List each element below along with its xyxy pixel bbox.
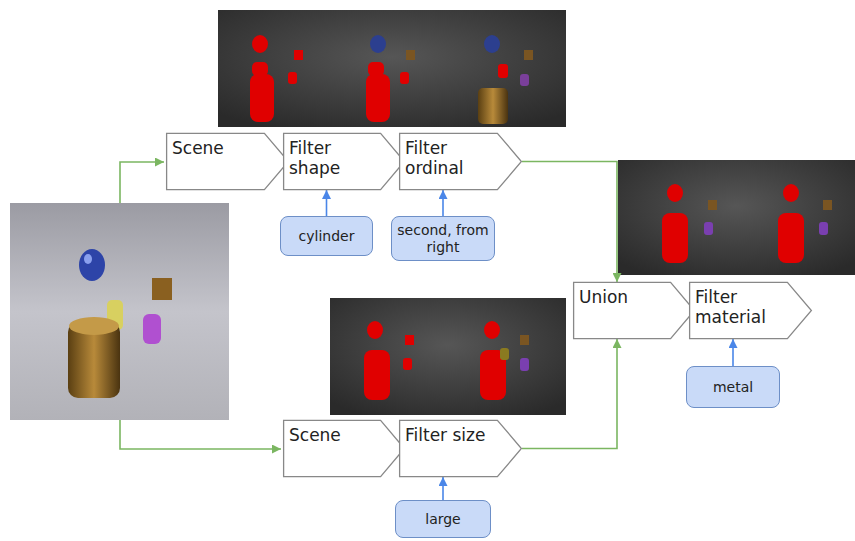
- render-4: [662, 184, 717, 263]
- module-box: Filter ordinal: [399, 133, 522, 190]
- flow-arrow: [522, 162, 617, 283]
- render-7: [480, 321, 529, 400]
- render-2: [366, 35, 415, 122]
- flow-arrow: [442, 190, 444, 216]
- module-label: Filter material: [689, 282, 782, 328]
- flow-arrow: [442, 477, 444, 500]
- argument-label: large: [421, 508, 464, 530]
- module-label: Filter ordinal: [399, 133, 492, 179]
- input-arrow: [120, 420, 281, 449]
- chevron-shape: [574, 282, 695, 338]
- module-label: Filter shape: [283, 133, 375, 179]
- flow-arrow: [732, 339, 734, 366]
- chevron-shape: [400, 133, 522, 189]
- module-box: Filter size: [399, 420, 522, 477]
- argument-label: second, from right: [392, 219, 494, 257]
- flow-arrow: [326, 190, 328, 216]
- module-box: Union: [573, 282, 695, 339]
- module-label: Scene: [283, 420, 375, 445]
- chevron-shape: [284, 133, 405, 189]
- argument-box: cylinder: [280, 216, 373, 256]
- chevron-shape: [690, 282, 812, 338]
- module-label: Union: [573, 282, 665, 307]
- module-box: Scene: [283, 420, 405, 477]
- render-6: [364, 321, 414, 400]
- photo-objects: [68, 249, 172, 398]
- module-label: Scene: [166, 133, 259, 158]
- module-box: Filter material: [689, 282, 812, 339]
- chevron-shape: [400, 420, 522, 476]
- module-box: Filter shape: [283, 133, 405, 190]
- chevron-shape: [167, 133, 289, 189]
- flow-arrow: [522, 339, 617, 449]
- chevron-shape: [284, 420, 405, 476]
- module-label: Filter size: [399, 420, 492, 445]
- argument-label: cylinder: [295, 225, 359, 247]
- module-box: Scene: [166, 133, 289, 190]
- render-3: [478, 35, 533, 124]
- argument-box: second, from right: [391, 216, 495, 261]
- argument-box: metal: [686, 366, 780, 408]
- render-1: [250, 35, 303, 122]
- argument-label: metal: [709, 376, 757, 398]
- input-arrow: [120, 162, 164, 203]
- render-5: [778, 184, 832, 263]
- argument-box: large: [395, 500, 491, 538]
